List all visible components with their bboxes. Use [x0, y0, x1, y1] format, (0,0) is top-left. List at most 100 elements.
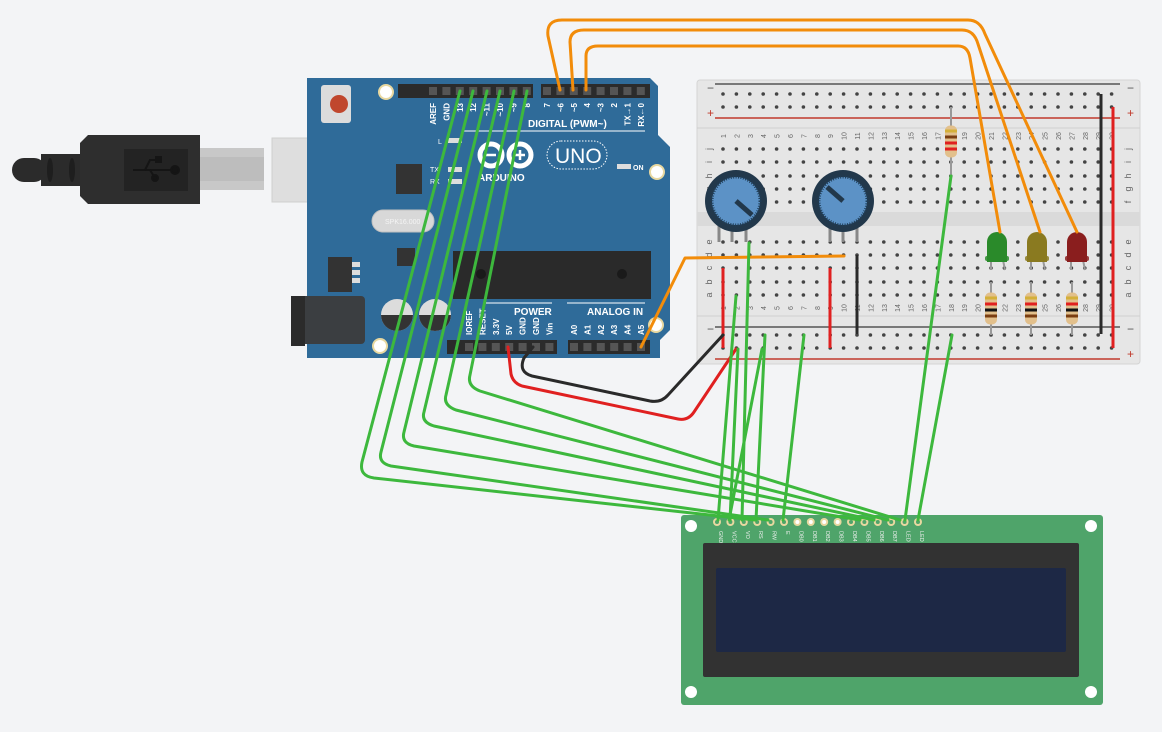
breadboard-hole[interactable] — [828, 147, 832, 151]
breadboard-hole[interactable] — [908, 240, 913, 244]
rail-hole[interactable] — [1096, 92, 1100, 96]
rail-hole[interactable] — [748, 346, 752, 350]
breadboard-hole[interactable] — [841, 160, 846, 164]
digital-pin[interactable] — [610, 87, 618, 95]
breadboard-hole[interactable] — [935, 147, 940, 151]
rail-hole[interactable] — [1002, 92, 1007, 96]
wire-lcd-vo[interactable] — [740, 241, 751, 522]
power-pin[interactable] — [465, 343, 473, 351]
rail-hole[interactable] — [841, 105, 846, 109]
rail-hole[interactable] — [1069, 346, 1074, 350]
breadboard-hole[interactable] — [1029, 187, 1033, 191]
breadboard-hole[interactable] — [1056, 147, 1060, 151]
power-pin[interactable] — [532, 343, 540, 351]
breadboard-hole[interactable] — [949, 240, 953, 244]
breadboard-hole[interactable] — [975, 240, 980, 244]
breadboard-hole[interactable] — [895, 266, 899, 270]
breadboard-hole[interactable] — [761, 280, 765, 284]
breadboard-hole[interactable] — [788, 160, 792, 164]
breadboard-hole[interactable] — [975, 187, 980, 191]
breadboard-hole[interactable] — [1083, 147, 1087, 151]
breadboard-hole[interactable] — [815, 174, 819, 178]
breadboard-hole[interactable] — [734, 160, 739, 164]
breadboard-hole[interactable] — [1056, 280, 1060, 284]
breadboard-hole[interactable] — [788, 187, 792, 191]
rail-hole[interactable] — [801, 92, 806, 96]
power-pin[interactable] — [491, 343, 500, 351]
potentiometer-1[interactable] — [705, 170, 767, 242]
breadboard-hole[interactable] — [1069, 147, 1074, 151]
rail-hole[interactable] — [1016, 346, 1020, 350]
digital-pin[interactable] — [596, 87, 605, 95]
breadboard-hole[interactable] — [949, 253, 953, 257]
rail-hole[interactable] — [922, 92, 926, 96]
rail-hole[interactable] — [868, 105, 873, 109]
rail-hole[interactable] — [721, 105, 725, 109]
breadboard-hole[interactable] — [1083, 174, 1087, 178]
breadboard-hole[interactable] — [975, 266, 980, 270]
breadboard-hole[interactable] — [882, 147, 886, 151]
breadboard-hole[interactable] — [801, 266, 806, 270]
breadboard-hole[interactable] — [1056, 240, 1060, 244]
breadboard-hole[interactable] — [935, 253, 940, 257]
wire-d9-lcd[interactable] — [444, 89, 890, 522]
breadboard-hole[interactable] — [895, 147, 899, 151]
breadboard-hole[interactable] — [841, 280, 846, 284]
breadboard-hole[interactable] — [908, 160, 913, 164]
breadboard-hole[interactable] — [1056, 253, 1060, 257]
rail-hole[interactable] — [895, 333, 899, 337]
wire-d11-lcd[interactable] — [402, 89, 862, 522]
breadboard-hole[interactable] — [1056, 160, 1060, 164]
breadboard-hole[interactable] — [721, 160, 725, 164]
rail-hole[interactable] — [1069, 105, 1074, 109]
breadboard-hole[interactable] — [815, 280, 819, 284]
rail-hole[interactable] — [1002, 333, 1007, 337]
wire-gnd[interactable] — [520, 333, 725, 403]
digital-pin[interactable] — [583, 87, 592, 95]
breadboard-hole[interactable] — [1029, 174, 1033, 178]
breadboard-hole[interactable] — [788, 280, 792, 284]
rail-hole[interactable] — [975, 346, 980, 350]
rail-hole[interactable] — [1002, 346, 1007, 350]
wire-d10-lcd[interactable] — [422, 89, 876, 522]
breadboard-hole[interactable] — [1016, 187, 1020, 191]
power-pin[interactable] — [518, 343, 527, 351]
rail-hole[interactable] — [882, 105, 886, 109]
wire-d8-lcd[interactable] — [468, 89, 902, 522]
breadboard-hole[interactable] — [935, 174, 940, 178]
breadboard-hole[interactable] — [1069, 160, 1074, 164]
breadboard-hole[interactable] — [1042, 293, 1047, 297]
breadboard-hole[interactable] — [895, 253, 899, 257]
breadboard-hole[interactable] — [1056, 200, 1060, 204]
breadboard-hole[interactable] — [1056, 293, 1060, 297]
breadboard-hole[interactable] — [908, 280, 913, 284]
breadboard-hole[interactable] — [774, 293, 779, 297]
rail-hole[interactable] — [989, 346, 993, 350]
breadboard-hole[interactable] — [1056, 174, 1060, 178]
rail-hole[interactable] — [908, 105, 913, 109]
rail-hole[interactable] — [962, 105, 966, 109]
breadboard-hole[interactable] — [1069, 174, 1074, 178]
breadboard-hole[interactable] — [734, 266, 739, 270]
breadboard-hole[interactable] — [841, 293, 846, 297]
breadboard-hole[interactable] — [975, 280, 980, 284]
breadboard-hole[interactable] — [1002, 174, 1007, 178]
breadboard-hole[interactable] — [949, 293, 953, 297]
rail-hole[interactable] — [1029, 105, 1033, 109]
breadboard-hole[interactable] — [1016, 240, 1020, 244]
breadboard-hole[interactable] — [935, 160, 940, 164]
breadboard-hole[interactable] — [815, 147, 819, 151]
breadboard-hole[interactable] — [882, 266, 886, 270]
rail-hole[interactable] — [989, 105, 993, 109]
breadboard-hole[interactable] — [922, 280, 926, 284]
breadboard-hole[interactable] — [962, 280, 966, 284]
rail-hole[interactable] — [1083, 333, 1087, 337]
rail-hole[interactable] — [895, 346, 899, 350]
breadboard-hole[interactable] — [815, 240, 819, 244]
wire-lcd-e[interactable] — [781, 333, 806, 522]
breadboard-hole[interactable] — [962, 174, 966, 178]
rail-hole[interactable] — [761, 92, 765, 96]
power-pin[interactable] — [478, 343, 487, 351]
